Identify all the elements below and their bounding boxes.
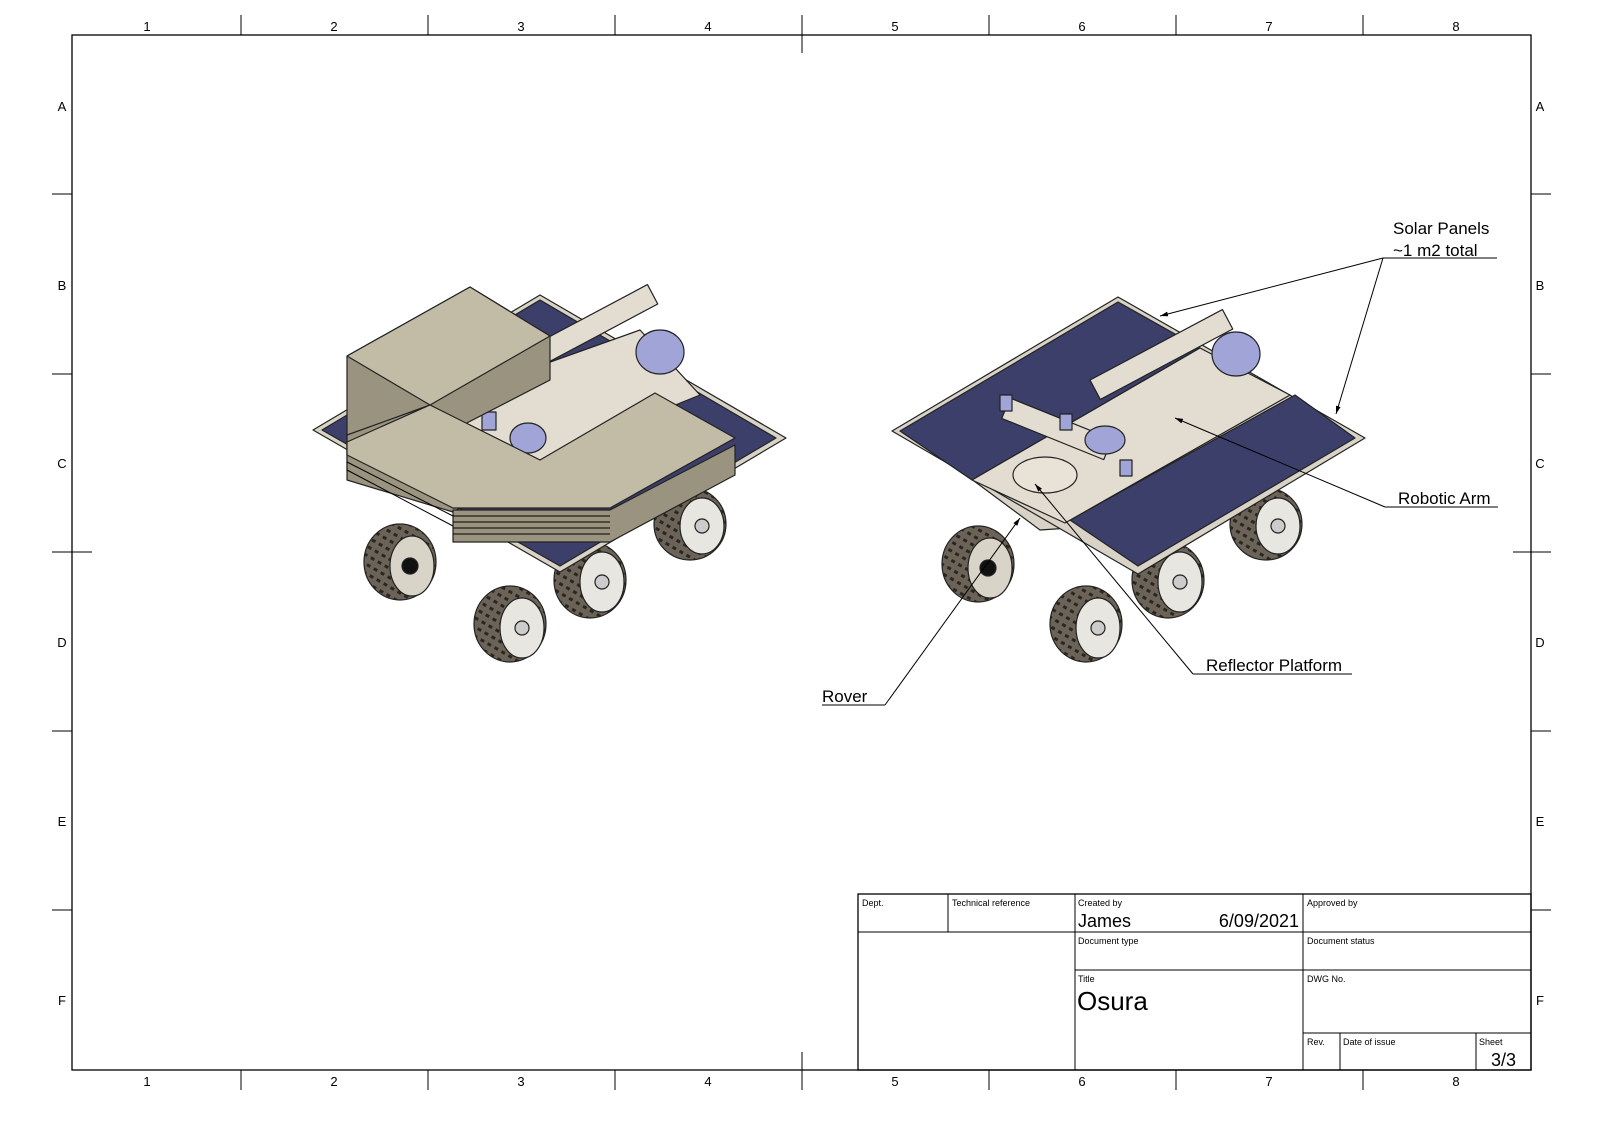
column-label: 3 — [517, 19, 524, 34]
annotations: Solar Panels ~1 m2 total Robotic Arm Ref… — [822, 219, 1498, 706]
column-label: 1 — [143, 1074, 150, 1089]
column-label: 8 — [1452, 1074, 1459, 1089]
rev-label: Rev. — [1307, 1037, 1325, 1047]
column-label: 3 — [517, 1074, 524, 1089]
column-label: 4 — [704, 19, 711, 34]
column-label: 7 — [1265, 19, 1272, 34]
technical-reference-label: Technical reference — [952, 898, 1030, 908]
row-label: F — [1536, 993, 1544, 1008]
column-label: 6 — [1078, 19, 1085, 34]
reflector-platform — [1012, 456, 1078, 494]
title-block: Dept. Technical reference Created by App… — [857, 893, 1532, 1071]
robotic-arm-label: Robotic Arm — [1398, 489, 1491, 508]
reflector-platform-label: Reflector Platform — [1206, 656, 1342, 675]
document-status-label: Document status — [1307, 936, 1375, 946]
title-label: Title — [1078, 974, 1095, 984]
row-label: E — [58, 814, 67, 829]
column-label: 2 — [330, 1074, 337, 1089]
rover-stowed-view — [312, 283, 787, 663]
wheels — [363, 487, 727, 663]
column-label: 5 — [891, 1074, 898, 1089]
row-label: C — [1535, 456, 1544, 471]
row-label: C — [57, 456, 66, 471]
dept-label: Dept. — [862, 898, 884, 908]
date-of-issue-label: Date of issue — [1343, 1037, 1396, 1047]
row-label: A — [58, 99, 67, 114]
column-label: 5 — [891, 19, 898, 34]
column-label: 1 — [143, 19, 150, 34]
column-label: 2 — [330, 19, 337, 34]
rover-deployed-view — [891, 296, 1366, 663]
row-label: D — [1535, 635, 1544, 650]
solar-area-label: ~1 m2 total — [1393, 241, 1478, 260]
stowed-plates — [346, 286, 736, 543]
rover-label: Rover — [822, 687, 868, 706]
sheet-number: 3/3 — [1491, 1050, 1516, 1070]
row-label: F — [58, 993, 66, 1008]
solar-panels-label: Solar Panels — [1393, 219, 1489, 238]
document-type-label: Document type — [1078, 936, 1139, 946]
row-label: E — [1536, 814, 1545, 829]
sheet-label: Sheet — [1479, 1037, 1503, 1047]
row-label: B — [58, 278, 67, 293]
dwg-no-label: DWG No. — [1307, 974, 1346, 984]
created-by-value: James — [1078, 911, 1131, 931]
wheels — [941, 487, 1303, 663]
column-label: 8 — [1452, 19, 1459, 34]
drawing-title: Osura — [1077, 986, 1148, 1016]
row-label: D — [57, 635, 66, 650]
created-date-value: 6/09/2021 — [1219, 911, 1299, 931]
sheet-frame: 1 2 3 4 5 6 7 8 1 2 3 4 5 6 7 8 A B C D … — [52, 15, 1551, 1090]
column-label: 4 — [704, 1074, 711, 1089]
created-by-label: Created by — [1078, 898, 1123, 908]
column-label: 6 — [1078, 1074, 1085, 1089]
row-label: B — [1536, 278, 1545, 293]
column-label: 7 — [1265, 1074, 1272, 1089]
approved-by-label: Approved by — [1307, 898, 1358, 908]
row-label: A — [1536, 99, 1545, 114]
